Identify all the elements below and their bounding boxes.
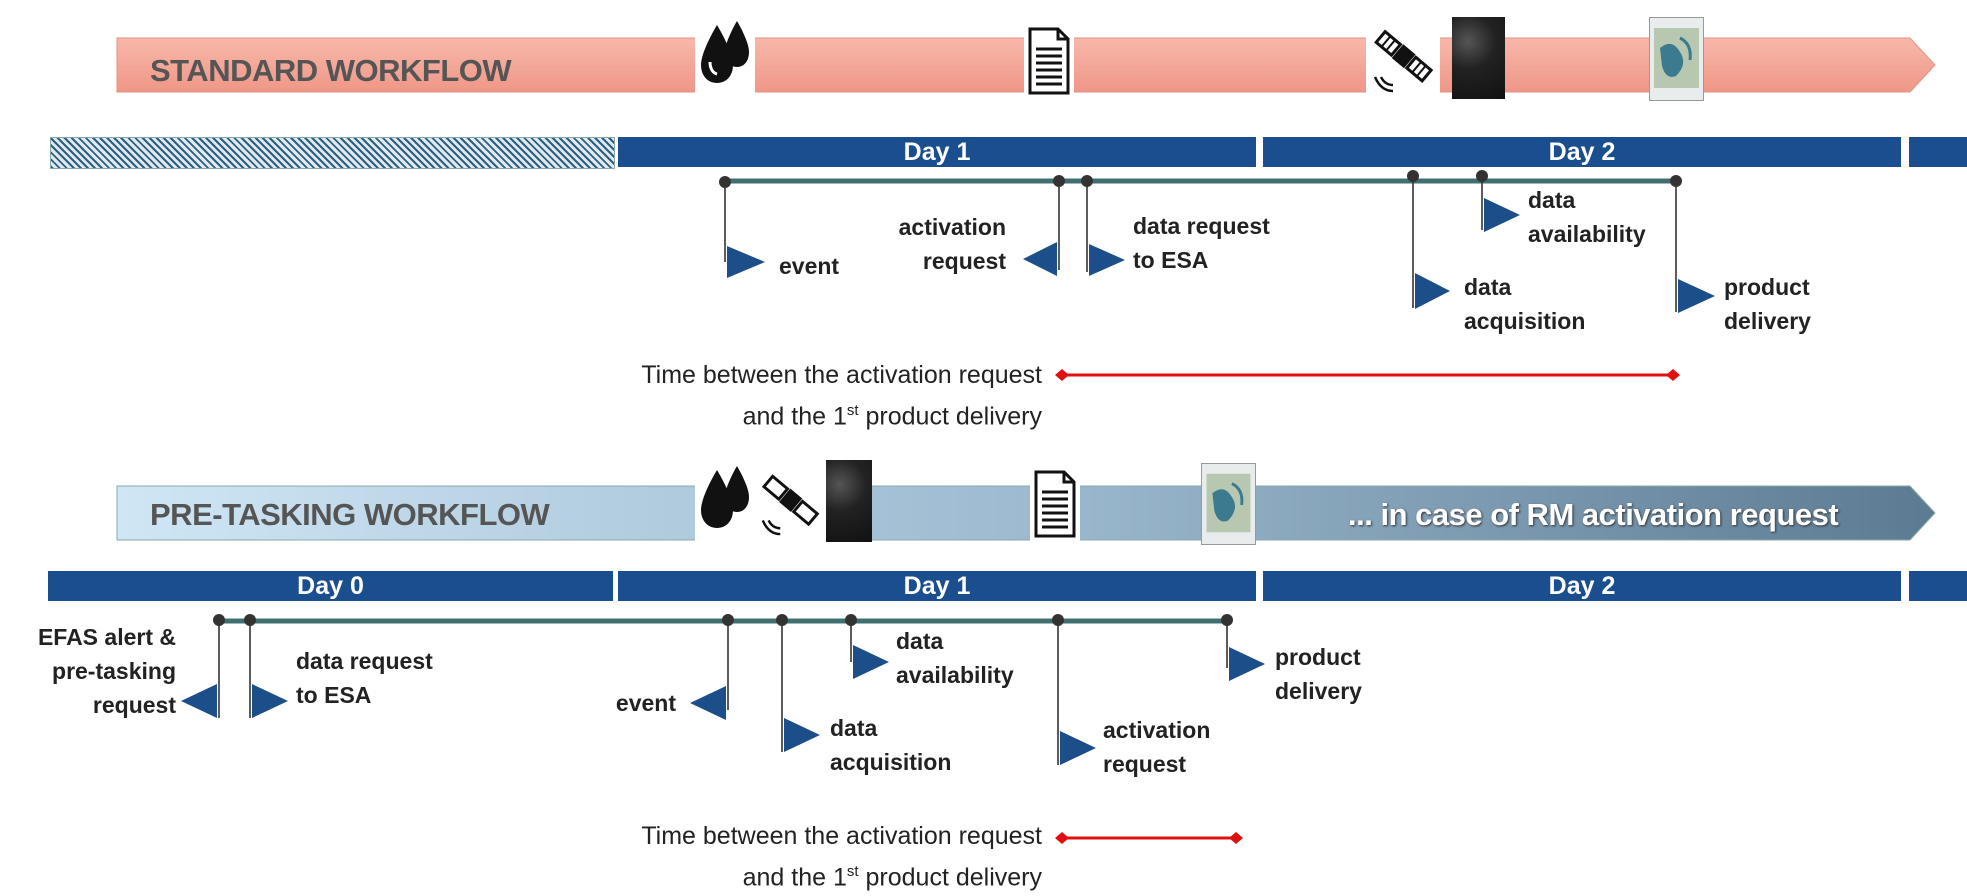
standard-workflow-title: STANDARD WORKFLOW xyxy=(150,53,512,88)
standard-flags xyxy=(727,198,1715,313)
pretasking-day2-bar: Day 2 xyxy=(1263,571,1901,601)
standard-day3-bar-partial xyxy=(1909,137,1967,167)
map-product-thumbnail xyxy=(1201,463,1256,545)
pt-label-data-availability: data availability xyxy=(896,628,1014,688)
pt-label-event: event xyxy=(615,690,676,716)
pt-time-note: Time between the activation request and … xyxy=(641,822,1042,892)
pretasking-suffix: ... in case of RM activation request xyxy=(1348,497,1839,532)
standard-day2-bar: Day 2 xyxy=(1263,137,1901,167)
pretasking-milestone-stems xyxy=(218,621,1228,765)
satellite-icon xyxy=(1366,16,1440,98)
std-label-activation-request: activation request xyxy=(898,214,1006,274)
satellite-image-thumbnail xyxy=(1452,17,1505,99)
document-icon xyxy=(1024,22,1074,100)
water-drops-icon xyxy=(695,453,755,541)
pretasking-workflow-title: PRE-TASKING WORKFLOW xyxy=(150,497,550,532)
std-label-data-request: data request to ESA xyxy=(1133,213,1270,273)
pretasking-milestone-dots xyxy=(213,614,1233,626)
pretasking-day1-bar: Day 1 xyxy=(618,571,1256,601)
std-time-note: Time between the activation request and … xyxy=(641,361,1042,431)
satellite-icon xyxy=(754,460,826,542)
pretasking-flags xyxy=(181,645,1265,765)
document-icon xyxy=(1030,465,1080,543)
water-drops-icon xyxy=(695,8,755,96)
pt-label-data-request: data request to ESA xyxy=(296,648,433,708)
standard-milestone-stems xyxy=(724,176,1677,312)
standard-day1-bar: Day 1 xyxy=(618,137,1256,167)
map-product-thumbnail xyxy=(1649,17,1704,101)
pretasking-day0-bar: Day 0 xyxy=(48,571,613,601)
std-label-data-availability: data availability xyxy=(1528,187,1646,247)
pt-label-data-acquisition: data acquisition xyxy=(830,715,952,775)
pt-label-efas: EFAS alert & pre-tasking request xyxy=(37,624,176,718)
pretasking-workflow-band xyxy=(116,485,1936,541)
pt-label-activation-request: activation request xyxy=(1103,717,1211,777)
satellite-image-thumbnail xyxy=(826,460,872,542)
std-label-event: event xyxy=(779,253,840,279)
standard-milestone-dots xyxy=(719,170,1682,188)
pt-label-product-delivery: product delivery xyxy=(1275,644,1362,704)
std-label-data-acquisition: data acquisition xyxy=(1464,274,1586,334)
standard-pre-day-hatch xyxy=(50,137,615,169)
std-label-product-delivery: product delivery xyxy=(1724,274,1811,334)
pretasking-day3-bar-partial xyxy=(1909,571,1967,601)
